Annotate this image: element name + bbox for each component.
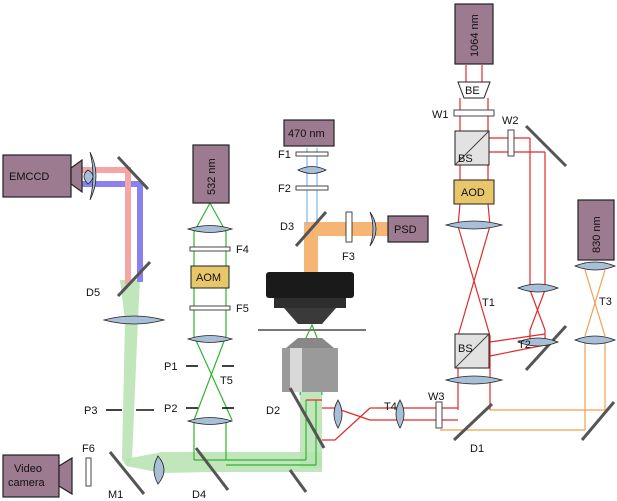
filter-w2 xyxy=(507,129,515,157)
laser-532nm: 532 nm xyxy=(192,144,230,204)
psd-label: PSD xyxy=(394,224,417,236)
aom-label: AOM xyxy=(196,272,221,284)
label-t5: T5 xyxy=(220,375,233,387)
mirror-emccd xyxy=(116,155,150,191)
mirror-m1 xyxy=(108,451,146,495)
label-d1: D1 xyxy=(470,443,484,455)
aod-label: AOD xyxy=(461,187,485,199)
label-f3: F3 xyxy=(342,251,355,263)
emccd-label: EMCCD xyxy=(9,171,49,183)
label-d3: D3 xyxy=(280,221,294,233)
plane-markers xyxy=(106,365,234,411)
label-t3: T3 xyxy=(599,296,612,308)
label-p1: P1 xyxy=(164,361,177,373)
label-t2: T2 xyxy=(518,339,531,351)
laser-470nm-label: 470 nm xyxy=(288,128,325,140)
bs-top-label: BS xyxy=(458,153,473,165)
label-w2: W2 xyxy=(502,115,519,127)
label-w3: W3 xyxy=(428,391,445,403)
be-label: BE xyxy=(465,85,480,97)
dichroic-d5 xyxy=(116,260,152,298)
label-d2: D2 xyxy=(266,405,280,417)
filter-w1 xyxy=(453,109,495,117)
laser-830nm: 830 nm xyxy=(577,199,615,261)
laser-1064nm-label: 1064 nm xyxy=(469,14,481,57)
component-labels: W1 W2 W3 F1 F2 F3 F4 F5 F6 D1 D2 D3 D4 D… xyxy=(82,109,612,501)
filter-f5 xyxy=(189,305,231,311)
aod-modulator: AOD xyxy=(453,179,495,205)
aom-modulator: AOM xyxy=(190,265,230,289)
objective-lens xyxy=(258,272,366,392)
laser-470nm: 470 nm xyxy=(283,119,335,147)
laser-830nm-label: 830 nm xyxy=(591,216,603,253)
label-d5: D5 xyxy=(86,287,100,299)
mirrors xyxy=(108,124,616,495)
dichroic-d2 xyxy=(288,387,326,449)
filters xyxy=(85,109,515,487)
filter-f3 xyxy=(345,211,353,243)
label-f1: F1 xyxy=(278,149,291,161)
label-f5: F5 xyxy=(236,303,249,315)
mirror-w2 xyxy=(524,124,568,168)
label-w1: W1 xyxy=(432,109,449,121)
beam-expander: BE xyxy=(457,81,491,99)
label-p2: P2 xyxy=(164,403,177,415)
bs-bottom-label: BS xyxy=(458,343,473,355)
filter-f6 xyxy=(85,457,92,487)
beam-splitter-bottom: BS xyxy=(454,333,490,369)
filter-f2 xyxy=(295,185,329,191)
label-p3: P3 xyxy=(84,405,97,417)
label-f2: F2 xyxy=(278,183,291,195)
dichroic-d4 xyxy=(194,447,230,491)
video-camera-label-line1: Video xyxy=(14,463,42,475)
mirror-t2 xyxy=(524,324,568,372)
psd-detector: PSD xyxy=(387,215,429,243)
dichroic-d3 xyxy=(294,211,328,247)
label-d4: D4 xyxy=(192,489,206,501)
filter-f4 xyxy=(189,246,231,252)
laser-1064nm: 1064 nm xyxy=(454,3,494,65)
label-f4: F4 xyxy=(236,244,249,256)
label-t4: T4 xyxy=(384,401,397,413)
label-f6: F6 xyxy=(82,443,95,455)
mirror-830-bottom xyxy=(580,401,616,441)
emccd-camera: EMCCD xyxy=(2,154,83,198)
filter-f1 xyxy=(295,151,329,157)
filter-w3 xyxy=(435,401,443,429)
lenses xyxy=(83,151,617,485)
beam-830 xyxy=(440,262,606,431)
label-t1: T1 xyxy=(482,297,495,309)
label-m1: M1 xyxy=(108,489,123,501)
mirror-532-bottom xyxy=(288,469,308,493)
beam-splitter-top: BS xyxy=(454,130,490,166)
video-camera-label-line2: camera xyxy=(8,477,46,489)
laser-532nm-label: 532 nm xyxy=(206,158,218,195)
emccd-beams xyxy=(82,167,143,284)
video-camera: Video camera xyxy=(2,454,73,498)
dichroic-d1 xyxy=(452,402,494,442)
